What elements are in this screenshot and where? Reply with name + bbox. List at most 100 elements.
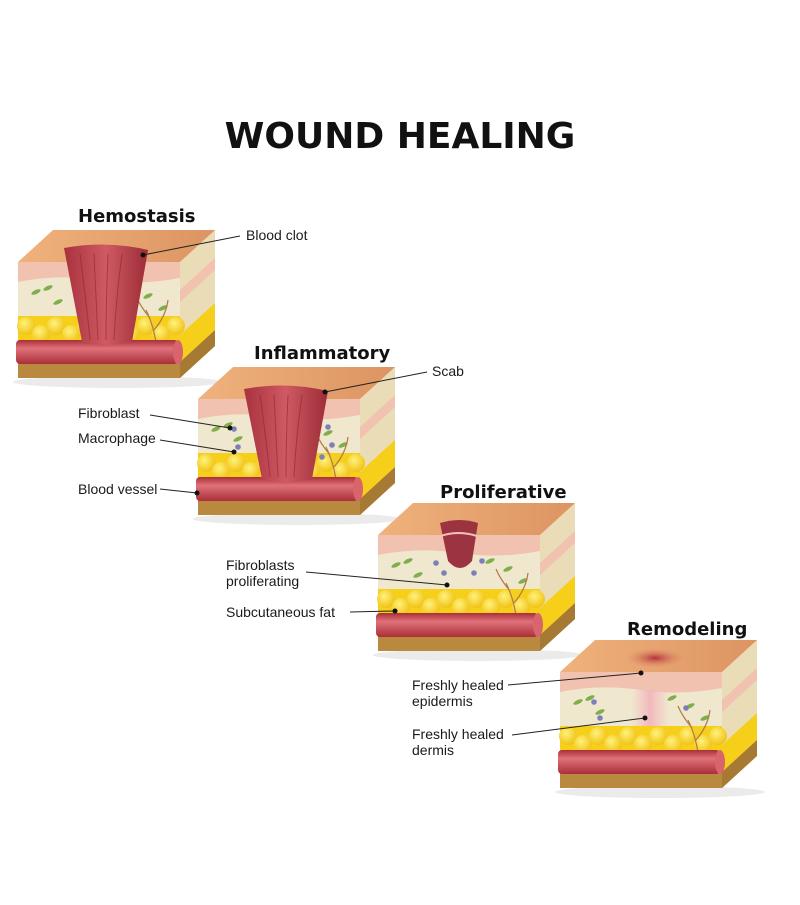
fat-cell (377, 590, 395, 608)
pointer-dot (642, 715, 648, 721)
base-layer (198, 499, 360, 515)
fat-cell (167, 317, 185, 335)
label-dermis: dermis (412, 742, 454, 758)
fibroblast-cell (503, 566, 513, 572)
macrophage-cell (319, 454, 325, 460)
fibroblast-cell (233, 436, 243, 442)
fibroblast-cell (485, 558, 495, 564)
fat-cell (47, 317, 65, 335)
fibroblast-cell (700, 715, 710, 721)
leader-blood-vessel (159, 488, 198, 494)
blood-clot (64, 244, 148, 345)
fibroblast-cell (323, 430, 333, 436)
leader-fibroblast (149, 414, 231, 429)
side-fat (540, 576, 575, 635)
leader-epidermis (507, 672, 642, 686)
macrophage-cell (325, 424, 331, 430)
side-fat (180, 303, 215, 362)
fibroblast-cell (518, 578, 528, 584)
fibroblast-cell (338, 442, 348, 448)
vessel-end (715, 750, 725, 774)
leader-subcutaneous-fat (349, 610, 396, 613)
label-macrophage: Macrophage (78, 430, 156, 446)
label-scab: Scab (432, 363, 464, 379)
macrophage-cell (591, 699, 597, 705)
fat-cell (407, 590, 425, 608)
skin-block-remodeling (555, 640, 765, 798)
block-shadow (193, 513, 403, 525)
label-freshly-healed-2: Freshly healed (412, 726, 504, 742)
leader-blood-clot (142, 235, 241, 256)
blood-vessel (376, 613, 538, 637)
macrophage-cell (597, 715, 603, 721)
pointer-dot (227, 425, 233, 431)
clot-fold (285, 394, 289, 478)
blood-vessel (196, 477, 358, 501)
fibroblast-cell (595, 709, 605, 715)
fat-cell (559, 727, 577, 745)
fat-cell (212, 462, 230, 480)
fibroblast-cell (391, 562, 401, 568)
side-base (360, 467, 395, 515)
fat-cell (709, 727, 727, 745)
blood-clot (244, 385, 328, 482)
side-epidermis (360, 395, 395, 439)
label-blood-vessel: Blood vessel (78, 481, 157, 497)
stage-title-hemostasis: Hemostasis (78, 206, 195, 227)
fat-cell (197, 454, 215, 472)
label-freshly-healed-1: Freshly healed (412, 677, 504, 693)
label-fibroblast: Fibroblast (78, 405, 140, 421)
fat-cell (437, 590, 455, 608)
blood-vessel (558, 750, 720, 774)
fat-cell (347, 454, 365, 472)
fat-cell (467, 590, 485, 608)
fat-cell (604, 735, 622, 753)
macrophage-cell (441, 570, 447, 576)
fibroblast-cell (223, 422, 233, 428)
fat-cell (664, 735, 682, 753)
macrophage-cell (683, 705, 689, 711)
side-fat (360, 440, 395, 499)
side-epidermis (722, 668, 757, 712)
healed-scar (625, 648, 685, 668)
fat-cell (619, 727, 637, 745)
side-epidermis (540, 531, 575, 575)
fat-cell (482, 598, 500, 616)
fibroblast-cell (211, 426, 221, 432)
pointer-dot (140, 252, 146, 258)
block-shadow (13, 376, 223, 388)
pointer-dot (322, 389, 328, 395)
fibroblast-cell (31, 289, 41, 295)
fat-cell (452, 598, 470, 616)
macrophage-cell (479, 558, 485, 564)
macrophage-cell (471, 570, 477, 576)
fibroblast-cell (573, 699, 583, 705)
fibroblast-cell (403, 558, 413, 564)
fibroblast-cell (413, 572, 423, 578)
clot-fold (79, 253, 91, 341)
side-fat (722, 713, 757, 772)
stage-title-inflammatory: Inflammatory (254, 343, 391, 364)
base-layer (378, 635, 540, 651)
diagram-title: WOUND HEALING (225, 116, 576, 157)
fat-cell (332, 462, 350, 480)
fat-cell (152, 325, 170, 343)
fat-cell (242, 462, 260, 480)
healed-dermis (630, 690, 670, 726)
side-epidermis (180, 258, 215, 302)
blood-vessel (16, 340, 178, 364)
fat-cell (589, 727, 607, 745)
pointer-dot (231, 449, 237, 455)
skin-block-inflammatory (193, 367, 403, 525)
clot-fold (105, 253, 109, 341)
macrophage-cell (235, 444, 241, 450)
clot-fold (93, 253, 99, 341)
pointer-dot (638, 670, 644, 676)
label-fibroblasts: Fibroblasts (226, 557, 294, 573)
stage-title-remodeling: Remodeling (627, 619, 747, 640)
vessel-end (353, 477, 363, 501)
side-base (180, 330, 215, 378)
macrophage-cell (329, 442, 335, 448)
block-shadow (373, 649, 583, 661)
